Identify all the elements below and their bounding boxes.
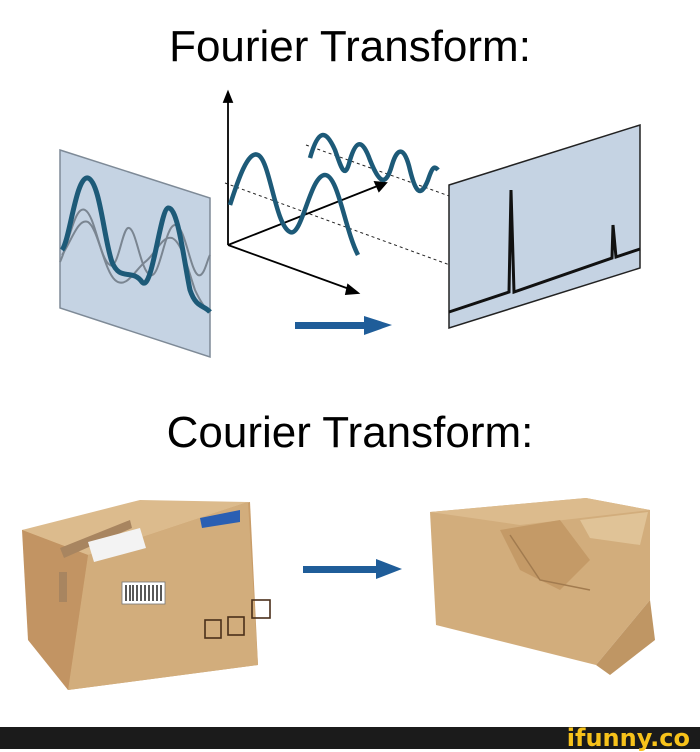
top-caption: Fourier Transform: xyxy=(169,22,531,71)
frequency-domain-plane xyxy=(448,123,641,330)
fourier-arrow xyxy=(295,316,392,335)
bottom-caption: Courier Transform: xyxy=(166,408,534,457)
sine-waves xyxy=(227,133,440,257)
axes-3d xyxy=(222,89,388,295)
intact-box xyxy=(22,500,271,690)
handling-icons xyxy=(204,599,271,639)
footer-bar: ifunny.co xyxy=(0,724,700,752)
crushed-box xyxy=(430,498,655,675)
courier-arrow xyxy=(303,559,402,579)
watermark-logo[interactable]: ifunny.co xyxy=(566,724,690,752)
time-domain-plane xyxy=(59,148,212,359)
